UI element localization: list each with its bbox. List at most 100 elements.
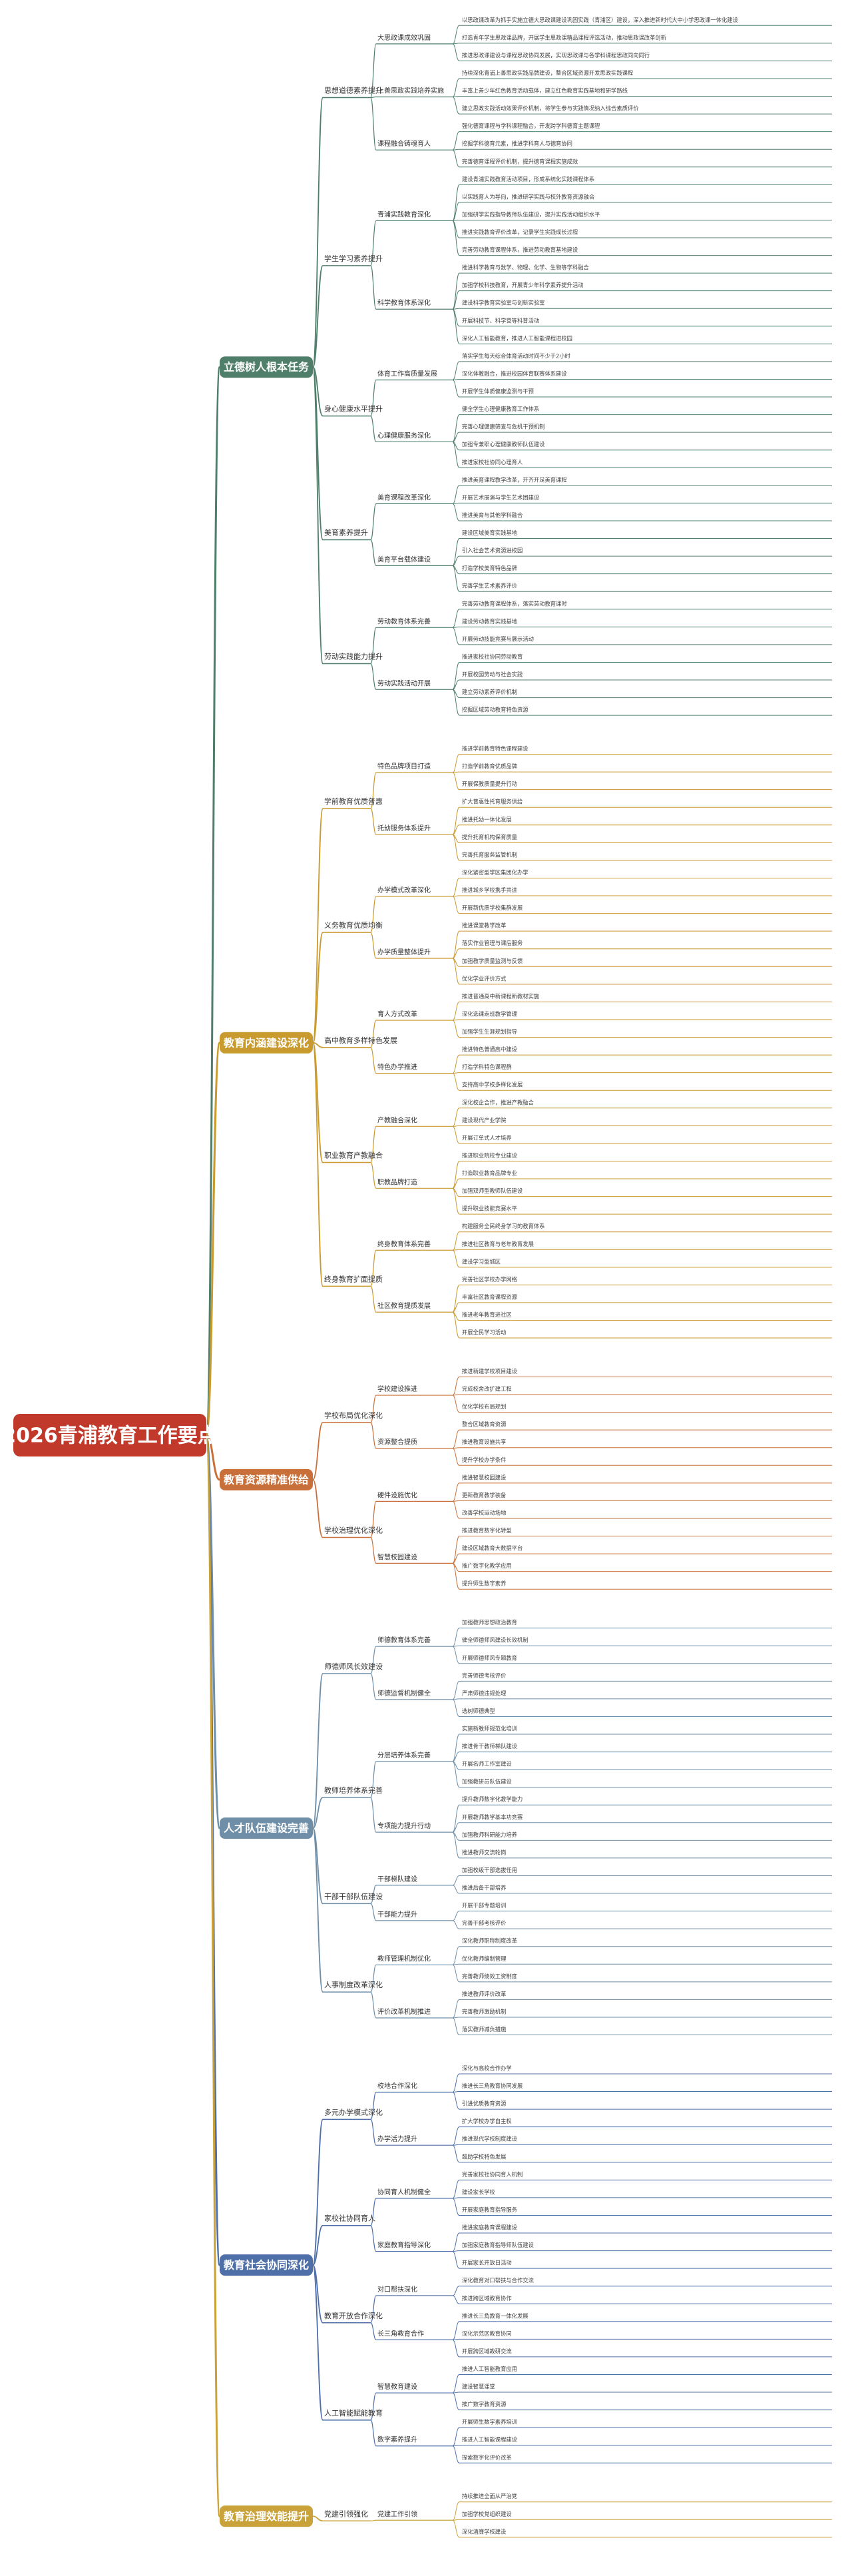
branch-node[interactable]: 人才队伍建设完善 [220,1817,313,1839]
leaf-item: 完善劳动教育课程体系，落实劳动教育课时 [462,600,567,607]
leaf-item: 加强双师型教师队伍建设 [462,1187,523,1194]
sub-topic: 体育工作高质量发展 [377,369,437,378]
branch-box [220,2254,313,2276]
root-node[interactable]: 2026青浦教育工作要点 [2,1414,218,1456]
leaf-item: 推进思政课建设与课程思政协同发展，实现思政课与各学科课程思政同向同行 [462,52,650,59]
topic: 家校社协同育人 [324,2214,375,2223]
leaf-item: 深化示范区教育协同 [462,2330,512,2337]
connector [370,932,377,959]
connector [370,1395,377,1423]
leaf-item: 优化学业评价方式 [462,975,507,982]
leaf-item: 探索数字化评价改革 [462,2454,512,2461]
connector [370,1422,377,1449]
leaf-item: 打造学科特色课程群 [462,1064,512,1070]
leaf-item: 开展新优质学校集群发展 [462,904,523,911]
leaf-item: 以思政课改革为抓手实施立德大思政课建设巩固实践（青浦区）建设，深入推进新时代大中… [462,17,738,23]
connector [312,97,323,368]
leaf-item: 建设家长学校 [462,2188,495,2195]
leaf-item: 推进现代学校制度建设 [462,2136,517,2142]
connector [370,503,377,541]
mind-map-edges [205,25,832,2538]
leaf-item: 完善师德考核评价 [462,1672,507,1679]
leaf-item: 更新教育教学装备 [462,1492,507,1498]
connector [452,2501,460,2521]
leaf-item: 鼓励学校特色发展 [462,2153,506,2160]
connector [370,2322,377,2340]
connector [452,2445,460,2463]
connector [452,771,460,773]
connector [452,538,460,566]
connector [452,834,460,861]
connector [452,930,460,959]
connector [452,661,460,690]
sub-topic: 校地合作深化 [377,2082,417,2091]
leaf-item: 开展科技节、科学营等科普活动 [462,317,539,324]
leaf-item: 加强校级干部选拔任用 [462,1867,517,1873]
connector [452,2017,460,2019]
connector [452,1447,460,1449]
connector [452,679,460,690]
sub-topic: 心理健康服务深化 [377,431,431,440]
connector [370,2392,377,2421]
leaf-item: 建设劳动教育实践基地 [462,618,517,625]
connector [312,932,323,1044]
connector [452,2232,460,2252]
branch-node[interactable]: 立德树人根本任务 [220,356,313,378]
leaf-item: 加强家庭教育指导师队伍建设 [462,2242,534,2248]
connector [452,2321,460,2340]
connector [205,1042,221,1437]
topic: 教师培养体系完善 [324,1785,383,1795]
leaf-item: 推进教育设施共享 [462,1439,506,1445]
connector [452,896,460,914]
connector [452,1178,460,1189]
branch-label: 立德树人根本任务 [224,361,310,374]
branch-node[interactable]: 教育资源精准供给 [220,1468,313,1490]
topic: 师德师风长效建设 [324,1662,383,1671]
sub-topic: 智慧校园建设 [377,1552,417,1561]
topic: 劳动实践能力提升 [324,651,383,661]
branch-box [220,2505,313,2527]
connector [452,1429,460,1449]
leaf-item: 完善干部考核评价 [462,1920,507,1927]
sub-topic: 干部能力提升 [377,1910,417,1919]
connector [452,441,460,468]
topic: 身心健康水平提升 [324,404,383,414]
connector [370,1964,377,1993]
topic: 职业教育产教融合 [324,1150,383,1159]
leaf-item: 深化校企合作，推进产教融合 [462,1099,534,1106]
connector [452,149,460,151]
connector [370,2118,377,2146]
branch-label: 教育社会协同深化 [224,2259,309,2272]
branch-label: 人才队伍建设完善 [224,1822,309,1835]
connector [452,1963,460,1965]
leaf-item: 推进学前教育特色课程建设 [462,745,529,752]
leaf-item: 推进长三角教育协同发展 [462,2083,523,2089]
leaf-item: 挖掘学科德育元素，推进学科育人与德育协同 [462,141,572,147]
leaf-item: 完善学生艺术素养评价 [462,583,518,589]
connector [370,2225,377,2252]
connector [452,2519,460,2521]
connector [370,1126,377,1163]
connector [452,2179,460,2199]
leaf-item: 建设现代产业学院 [462,1117,507,1124]
sub-topic: 家庭教育指导深化 [377,2241,431,2250]
topic: 终身教育扩面提质 [324,1274,383,1283]
connector [370,1047,377,1074]
leaf-item: 推进美育与其他学科融合 [462,511,523,518]
connector [452,689,460,716]
leaf-item: 健全师德师风建设长效机制 [462,1637,529,1644]
leaf-item: 加强教学质量监测与反馈 [462,958,523,964]
leaf-item: 推进智慧校园建设 [462,1474,506,1480]
leaf-item: 开展教师教学基本功竞赛 [462,1813,523,1820]
connector [370,2091,377,2120]
branch-node[interactable]: 教育治理效能提升 [220,2505,313,2527]
branch-node[interactable]: 教育内涵建设深化 [220,1032,313,1054]
connector [452,2091,460,2093]
connector [312,1827,323,1993]
leaf-item: 完善德育课程评价机制，提升德育课程实施成效 [462,158,578,164]
branch-node[interactable]: 教育社会协同深化 [220,2254,313,2276]
connector [205,1434,221,2517]
leaf-item: 完成校舍改扩建工程 [462,1386,512,1393]
connector [452,627,460,645]
leaf-item: 打造职业教育品牌专业 [462,1170,517,1177]
